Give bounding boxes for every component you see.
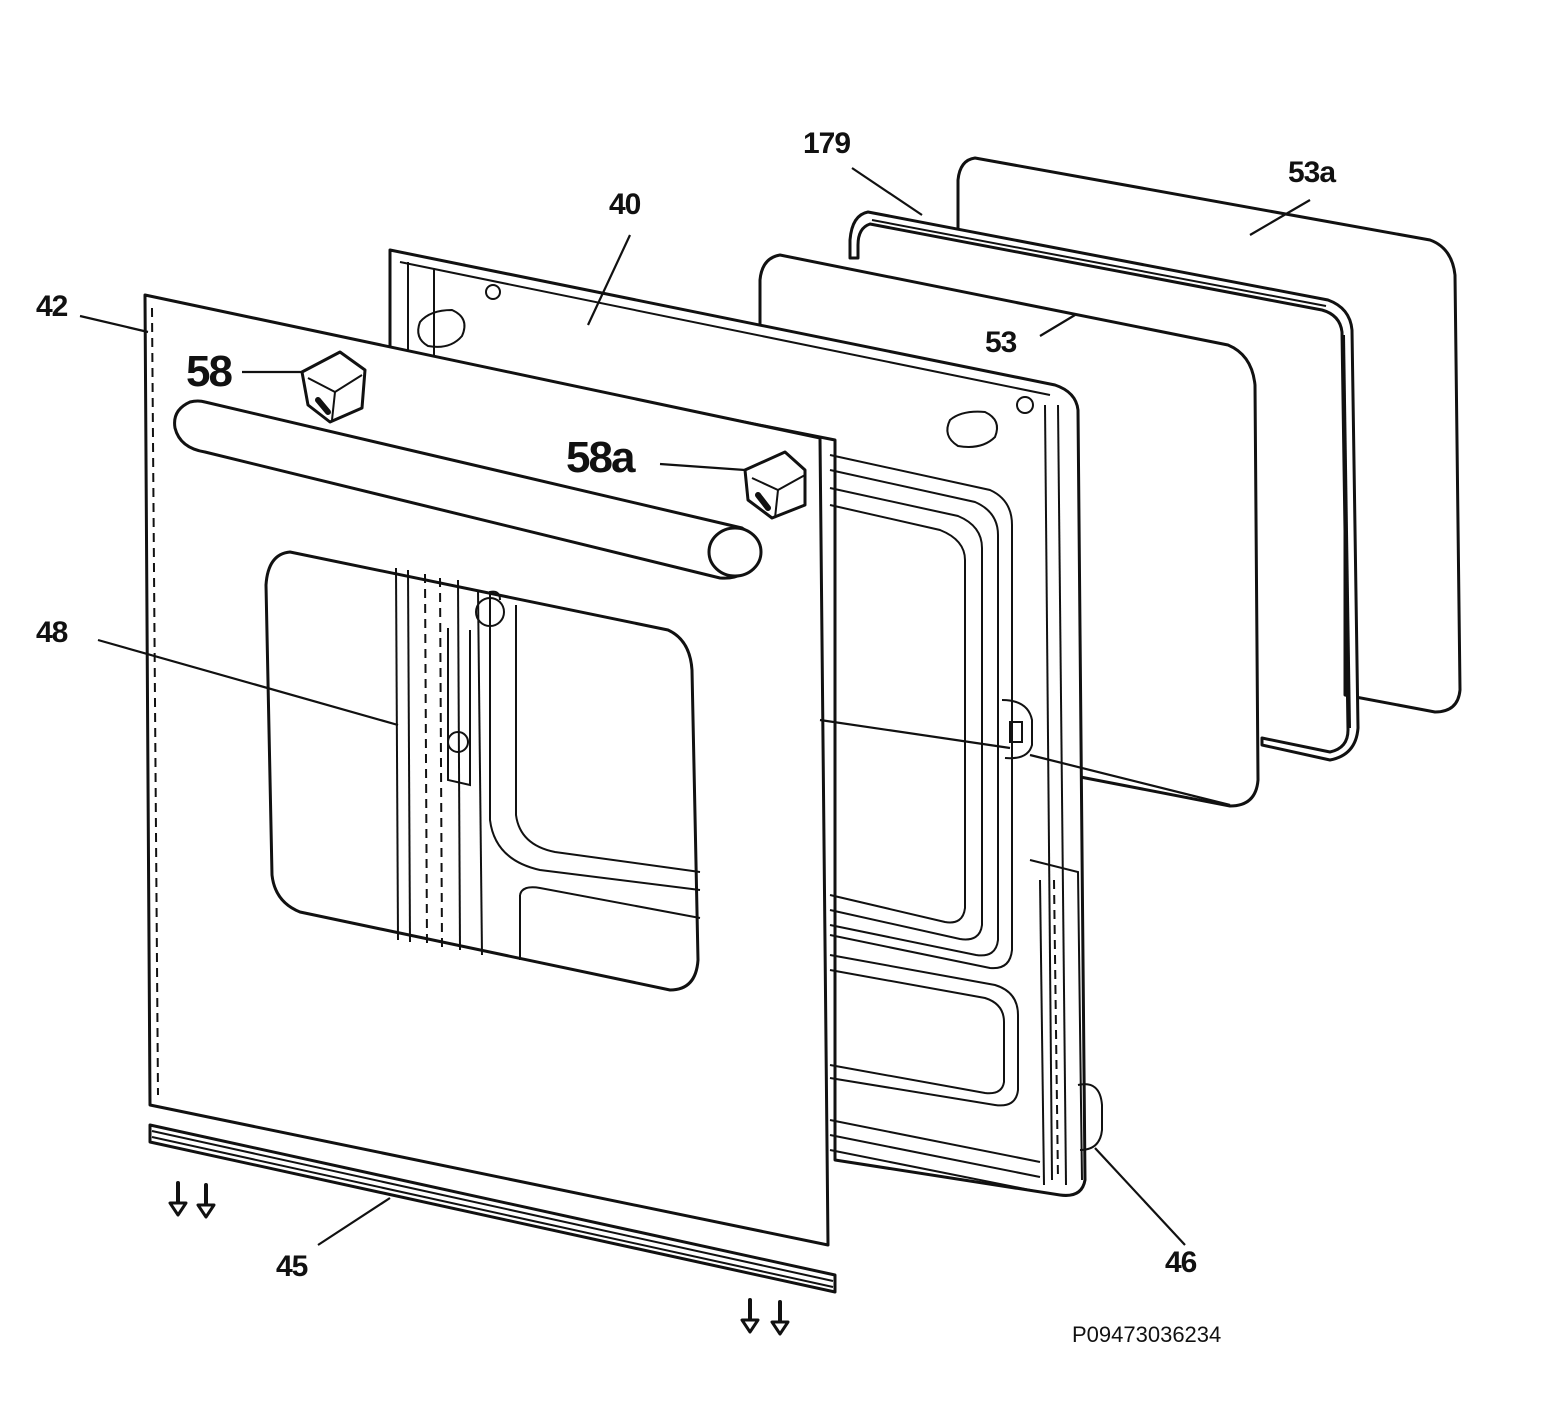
figure-reference-code: P09473036234 <box>1072 1322 1221 1347</box>
callout-179: 179 <box>803 127 850 160</box>
middle-glass-panel <box>758 253 1260 808</box>
screws-left <box>168 1181 216 1219</box>
callout-58: 58 <box>186 347 232 396</box>
callout-42: 42 <box>36 290 68 323</box>
callout-53: 53 <box>985 326 1017 359</box>
callout-58a: 58a <box>566 433 636 482</box>
outer-front-glass <box>143 293 830 1247</box>
callout-48: 48 <box>36 616 68 649</box>
handle-bracket-right <box>743 450 807 520</box>
callout-53a: 53a <box>1288 156 1336 189</box>
bottom-trim-strip <box>148 1123 837 1294</box>
callout-46: 46 <box>1165 1246 1197 1279</box>
leader-lines <box>79 167 1311 1246</box>
callout-labels: 179 53a 40 42 58 53 58a 48 45 46 <box>36 127 1337 1283</box>
callout-40: 40 <box>609 188 641 221</box>
inner-door-frame <box>388 248 1103 1197</box>
rear-glass-panel <box>956 156 1462 714</box>
callout-45: 45 <box>276 1250 308 1283</box>
screws-right <box>740 1298 790 1336</box>
handle-bracket-left <box>300 350 367 424</box>
glass-gasket-frame <box>848 210 1360 762</box>
